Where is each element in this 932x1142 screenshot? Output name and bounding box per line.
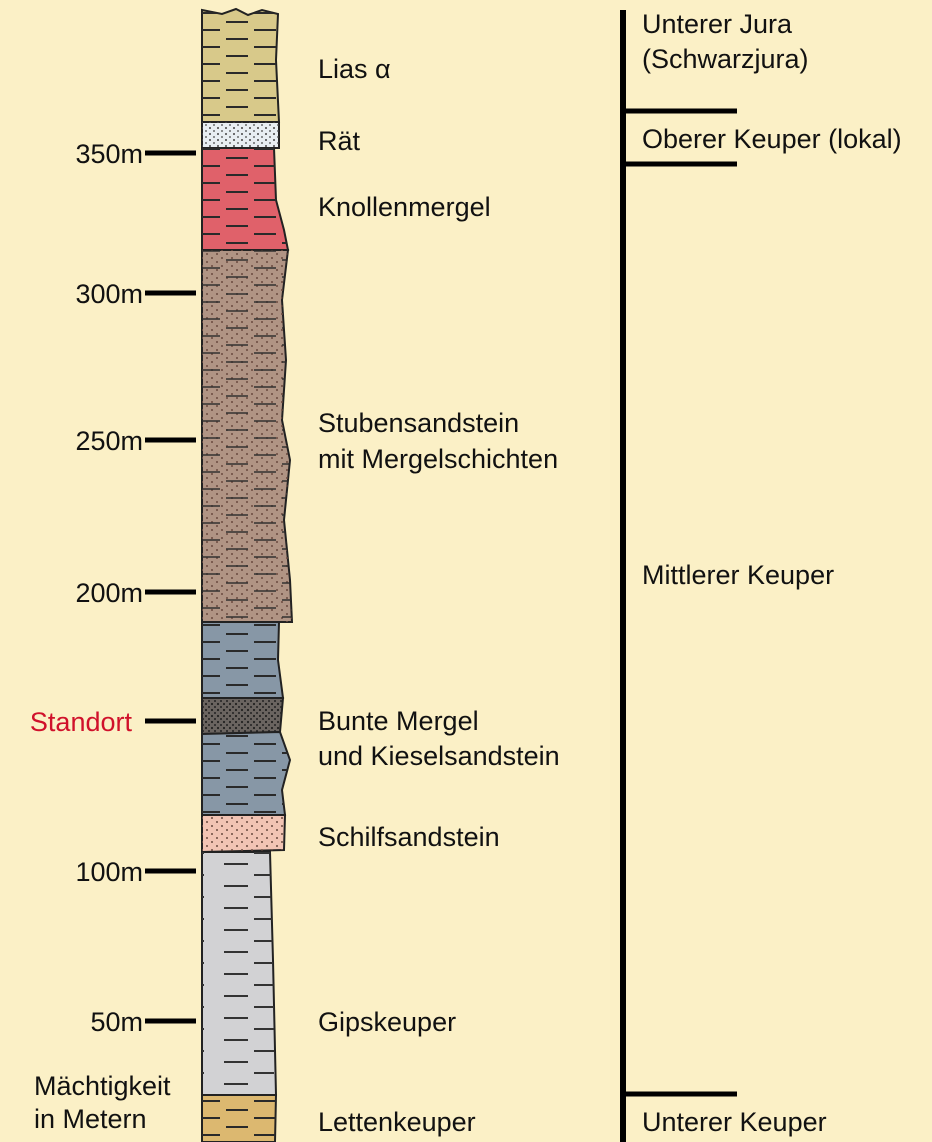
stubensandstein-layer: [202, 250, 292, 622]
scale-caption-line1: Mächtigkeit: [34, 1071, 171, 1101]
stage-unterer-jura-line2: (Schwarzjura): [642, 44, 809, 74]
scale-caption-line2: in Metern: [34, 1104, 147, 1134]
lias-layer: [202, 9, 279, 122]
stage-oberer-keuper: Oberer Keuper (lokal): [642, 124, 902, 154]
layer-label-bunte-mergel-line1: Bunte Mergel: [318, 706, 479, 736]
layer-label-gipskeuper: Gipskeuper: [318, 1007, 456, 1037]
layer-label-lias: Lias α: [318, 54, 391, 84]
tick-label-50m: 50m: [90, 1007, 143, 1037]
tick-label-250m: 250m: [75, 426, 143, 456]
standort-label: Standort: [30, 707, 133, 737]
stage-unterer-keuper: Unterer Keuper: [642, 1107, 827, 1137]
layer-label-stubensandstein-line1: Stubensandstein: [318, 408, 519, 438]
schilfsandstein-layer: [202, 815, 285, 852]
lettenkeuper-layer: [202, 1095, 276, 1142]
gipskeuper-layer: [202, 852, 276, 1095]
tick-label-350m: 350m: [75, 139, 143, 169]
layer-label-schilfsandstein: Schilfsandstein: [318, 822, 500, 852]
layer-label-lettenkeuper: Lettenkeuper: [318, 1107, 476, 1137]
stage-unterer-jura-line1: Unterer Jura: [642, 9, 793, 39]
layer-label-bunte-mergel-line2: und Kieselsandstein: [318, 741, 560, 771]
stage-mittlerer-keuper: Mittlerer Keuper: [642, 560, 834, 590]
knollenmergel-layer: [202, 148, 288, 250]
layer-label-knollenmergel: Knollenmergel: [318, 192, 491, 222]
tick-label-300m: 300m: [75, 279, 143, 309]
bunte-mergel-layer-lower: [202, 732, 290, 815]
standort-layer: [202, 698, 283, 734]
bunte-mergel-layer-upper: [202, 622, 283, 698]
tick-label-200m: 200m: [75, 578, 143, 608]
raet-layer: [202, 122, 279, 148]
tick-label-100m: 100m: [75, 857, 143, 887]
layer-label-stubensandstein-line2: mit Mergelschichten: [318, 444, 558, 474]
layer-label-raet: Rät: [318, 126, 361, 156]
